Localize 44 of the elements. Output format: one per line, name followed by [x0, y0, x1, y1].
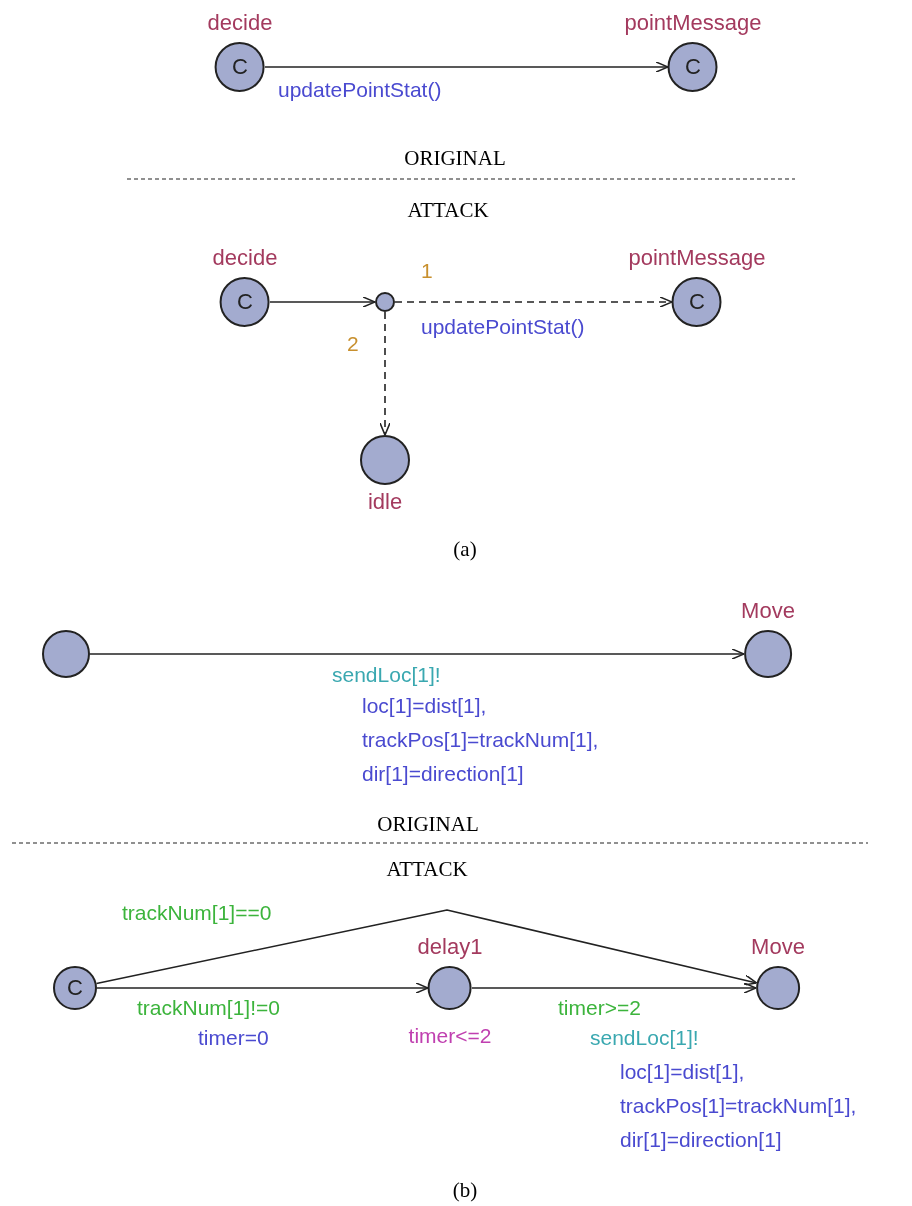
committed-mark: C	[67, 977, 83, 999]
arrow	[95, 909, 758, 986]
edge-annotation: timer=0	[198, 1026, 269, 1050]
edge-annotation: loc[1]=dist[1],	[620, 1060, 745, 1084]
caption-text: ATTACK	[386, 857, 468, 881]
edge-label: sendLoc[1]!	[332, 663, 441, 687]
edge-annotation: sendLoc[1]!	[590, 1026, 699, 1050]
committed-mark: C	[685, 56, 701, 78]
arrow	[379, 311, 391, 436]
arrow	[96, 982, 429, 994]
caption-text: (b)	[452, 1178, 478, 1202]
edge-label: timer>=2	[558, 996, 641, 1020]
edge-label: 1	[421, 259, 433, 283]
committed-mark: C	[232, 56, 248, 78]
edge-annotation: trackPos[1]=trackNum[1],	[620, 1094, 857, 1118]
location-name: Move	[751, 934, 805, 960]
edge-annotation: updatePointStat()	[421, 315, 585, 339]
edge-annotation: trackPos[1]=trackNum[1],	[362, 728, 599, 752]
caption-text: ORIGINAL	[377, 812, 479, 836]
location-name: idle	[367, 489, 403, 515]
location-name: Move	[741, 598, 795, 624]
invariant-text: timer<=2	[408, 1024, 492, 1048]
location-name: delay1	[417, 934, 483, 960]
edge-annotation: loc[1]=dist[1],	[362, 694, 487, 718]
location-name: pointMessage	[628, 245, 766, 271]
arrow	[89, 648, 745, 660]
caption-text: ATTACK	[407, 198, 489, 222]
caption-text: (a)	[453, 537, 477, 561]
location-name: decide	[207, 10, 273, 36]
arrow	[269, 296, 376, 308]
edge-label: 2	[347, 332, 359, 356]
caption-text: ORIGINAL	[404, 146, 506, 170]
location-name: decide	[212, 245, 278, 271]
edge-label: updatePointStat()	[278, 78, 442, 102]
arrow	[471, 982, 757, 994]
arrow	[394, 296, 673, 308]
edge-label: trackNum[1]==0	[122, 901, 272, 925]
edge-annotation: dir[1]=direction[1]	[362, 762, 524, 786]
arrow	[264, 61, 669, 73]
committed-mark: C	[237, 291, 253, 313]
edge-annotation: dir[1]=direction[1]	[620, 1128, 782, 1152]
committed-mark: C	[689, 291, 705, 313]
location-name: pointMessage	[624, 10, 762, 36]
edge-label: trackNum[1]!=0	[137, 996, 280, 1020]
